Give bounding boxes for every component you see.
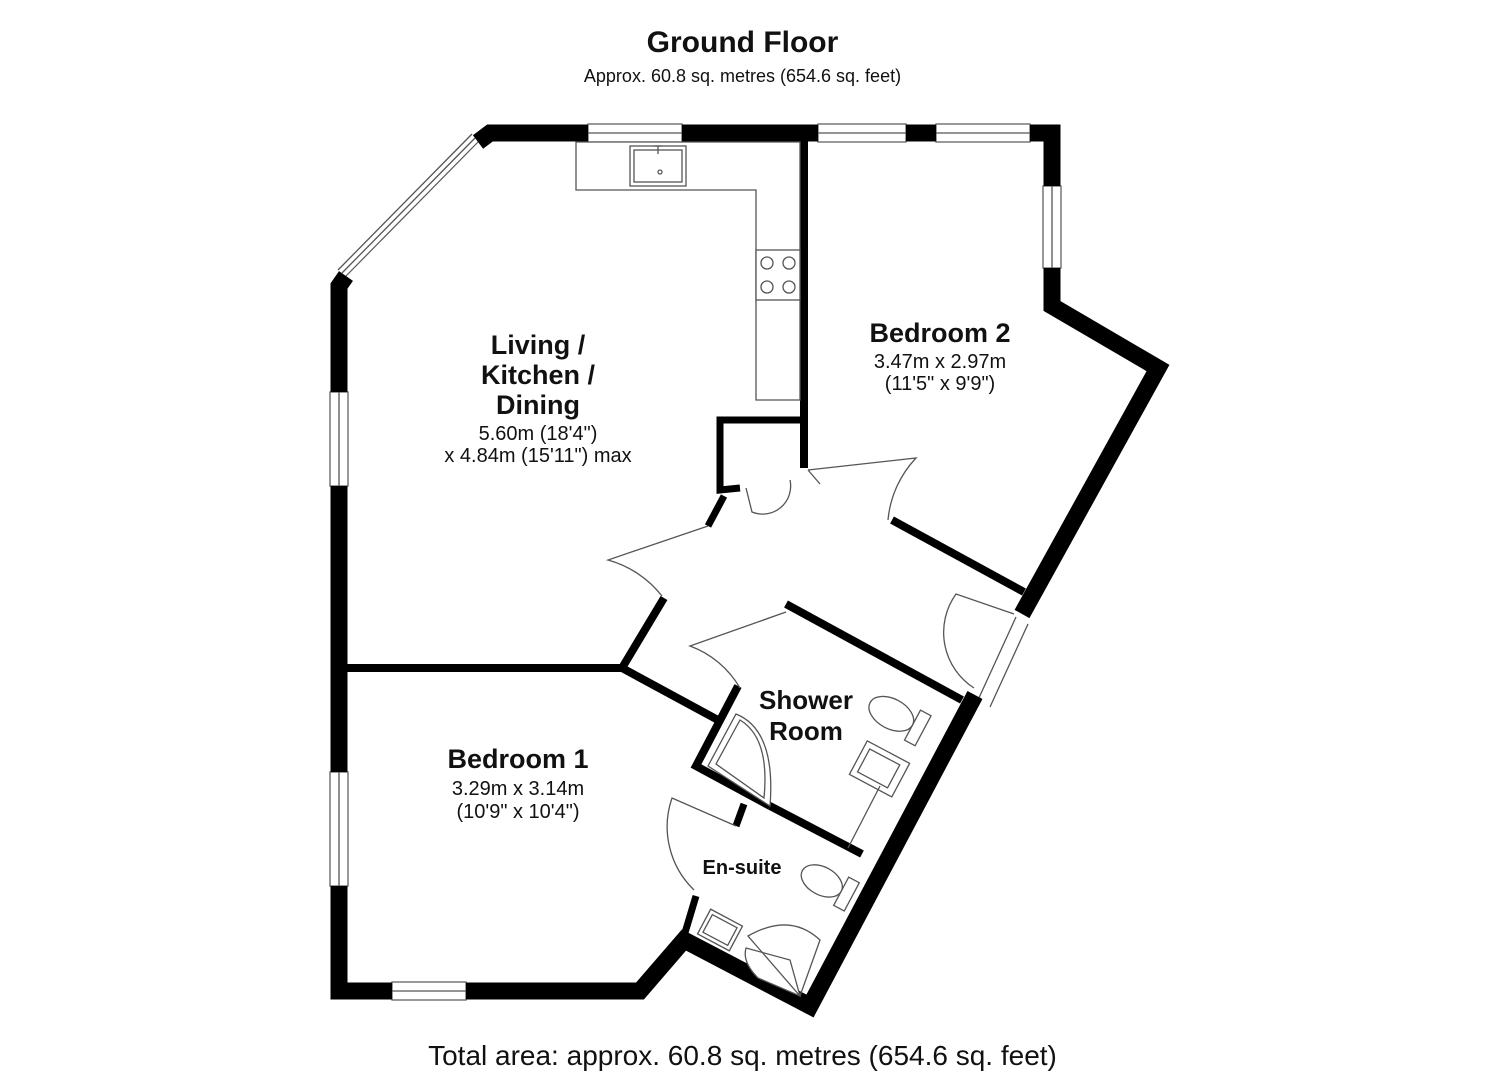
bedroom2-dimension-line1: 3.47m x 2.97m xyxy=(874,351,1006,373)
door-bedroom2-left xyxy=(807,469,821,485)
bedroom1-name: Bedroom 1 xyxy=(447,744,588,774)
bedroom1-dimension-line2: (10'9" x 10'4") xyxy=(456,801,579,823)
bedroom1-dimension-line1: 3.29m x 3.14m xyxy=(452,778,584,800)
window-living-bay xyxy=(345,141,479,277)
external-walls xyxy=(330,124,1170,1018)
door-living xyxy=(605,525,709,597)
door-entrance xyxy=(942,593,1015,689)
room-labels: Living / Kitchen / Dining 5.60m (18'4") … xyxy=(444,318,1010,879)
door-swings xyxy=(605,457,1015,891)
floor-title: Ground Floor xyxy=(646,26,839,59)
door-shower xyxy=(688,611,787,689)
shower-room-basin xyxy=(848,739,911,798)
shower-tray xyxy=(707,713,772,808)
total-area: Total area: approx. 60.8 sq. metres (654… xyxy=(428,1040,1057,1071)
living-room-name-line2: Kitchen / xyxy=(481,360,596,390)
living-room-name-line1: Living / xyxy=(491,330,586,360)
ensuite-shower-tray xyxy=(744,947,801,998)
shower-room-toilet xyxy=(868,695,932,747)
bedroom2-name: Bedroom 2 xyxy=(869,318,1010,348)
ensuite-toilet xyxy=(800,864,861,912)
kitchen-hob xyxy=(755,249,801,301)
ensuite-name: En-suite xyxy=(703,857,782,879)
kitchen-worktop xyxy=(575,141,801,401)
ensuite-basin xyxy=(696,908,744,952)
living-room-name-line3: Dining xyxy=(496,390,580,420)
kitchen-fixtures xyxy=(575,141,801,401)
ensuite-fixtures xyxy=(696,864,861,998)
shower-room-name-line1: Shower xyxy=(759,685,853,715)
door-cupboard xyxy=(745,479,792,515)
floor-area-subtitle: Approx. 60.8 sq. metres (654.6 sq. feet) xyxy=(583,66,902,86)
shower-room-fixtures xyxy=(707,695,932,849)
entrance-door-frame xyxy=(977,616,1017,701)
bedroom2-dimension-line2: (11'5" x 9'9") xyxy=(885,373,995,395)
door-ensuite xyxy=(666,797,737,891)
door-bedroom2 xyxy=(807,457,918,521)
living-room-dimension-line1: 5.60m (18'4") xyxy=(479,423,598,445)
windows xyxy=(329,123,1062,1001)
living-room-dimension-line2: x 4.84m (15'11") max xyxy=(444,445,631,467)
shower-room-name-line2: Room xyxy=(769,716,843,746)
internal-walls xyxy=(343,137,1026,938)
